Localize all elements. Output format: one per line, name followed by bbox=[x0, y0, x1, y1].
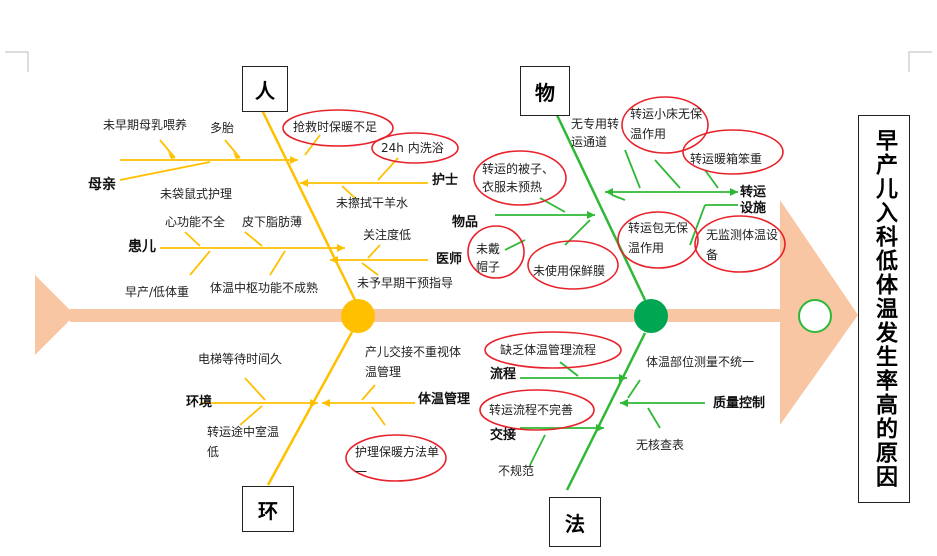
category-huan: 环 bbox=[242, 486, 294, 532]
mother-cause: 未袋鼠式护理 bbox=[160, 187, 233, 201]
category-wu: 物 bbox=[520, 66, 570, 116]
nurse-cause: 抢救时保暖不足 bbox=[293, 120, 378, 134]
transport-cause: 转运小床无保温作用 bbox=[630, 107, 703, 141]
handover-label: 交接 bbox=[490, 428, 517, 443]
doctor-cause: 关注度低 bbox=[363, 228, 412, 242]
items-cause: 未使用保鲜膜 bbox=[533, 264, 606, 278]
highlight-ellipse bbox=[345, 434, 447, 482]
process-cause: 缺乏体温管理流程 bbox=[500, 343, 597, 357]
spine-tail bbox=[35, 275, 75, 355]
infant-cause: 皮下脂肪薄 bbox=[242, 215, 303, 229]
highlight-ellipse bbox=[682, 129, 784, 175]
nurse-cause: 24h 内洗浴 bbox=[381, 141, 444, 155]
quality-cause: 体温部位测量不统一 bbox=[646, 355, 755, 369]
highlight-ellipse bbox=[473, 150, 567, 206]
highlight-ellipse bbox=[617, 211, 699, 269]
temp-mgmt-cause: 护理保暖方法单一 bbox=[355, 445, 440, 479]
junction-node-right bbox=[634, 299, 668, 333]
highlight-ellipse bbox=[371, 132, 459, 164]
temp-mgmt-label: 体温管理 bbox=[418, 392, 471, 407]
transport-cause: 转运包无保温作用 bbox=[628, 221, 689, 255]
category-fa: 法 bbox=[549, 497, 601, 547]
temp-mgmt-cause: 产儿交接不重视体温管理 bbox=[365, 345, 462, 379]
category-ren: 人 bbox=[242, 66, 288, 112]
doctor-label: 医师 bbox=[436, 252, 463, 267]
items-cause: 转运的被子、衣服未预热 bbox=[482, 162, 555, 194]
transport-cause: 无专用转运通道 bbox=[571, 117, 620, 149]
mother-label: 母亲 bbox=[88, 177, 116, 193]
spine bbox=[70, 309, 790, 322]
nurse-cause: 未擦拭干羊水 bbox=[336, 196, 409, 210]
highlight-ellipse bbox=[484, 331, 622, 369]
highlight-ellipse bbox=[694, 215, 786, 273]
doctor-cause: 未予早期干预指导 bbox=[357, 276, 454, 290]
infant-label: 患儿 bbox=[128, 239, 156, 255]
env-label: 环境 bbox=[186, 395, 213, 410]
highlight-ellipse bbox=[527, 240, 619, 290]
items-label: 物品 bbox=[452, 215, 479, 230]
quality-cause: 无核查表 bbox=[636, 438, 685, 452]
env-cause: 电梯等待时间久 bbox=[198, 352, 283, 366]
transport-cause: 转运暖箱笨重 bbox=[690, 152, 763, 166]
effect-text: 早产儿入科低体温发生率高的原因 bbox=[872, 129, 897, 489]
mother-cause: 多胎 bbox=[210, 121, 235, 135]
mother-cause: 未早期母乳喂养 bbox=[103, 118, 188, 132]
transport-cause: 无监测体温设备 bbox=[706, 228, 779, 262]
handover-cause: 不规范 bbox=[498, 464, 535, 478]
highlight-ellipse bbox=[479, 389, 595, 431]
items-cause: 未戴帽子 bbox=[476, 242, 501, 274]
junction-node-left bbox=[341, 299, 375, 333]
transport-label: 转运设施 bbox=[740, 185, 767, 216]
infant-cause: 早产/低体重 bbox=[125, 285, 190, 299]
highlight-ellipse bbox=[467, 225, 525, 279]
process-label: 流程 bbox=[490, 367, 517, 382]
env-cause: 转运途中室温低 bbox=[207, 425, 280, 459]
infant-cause: 体温中枢功能不成熟 bbox=[210, 281, 319, 295]
highlight-ellipse bbox=[282, 109, 394, 147]
quality-label: 质量控制 bbox=[713, 396, 766, 411]
infant-cause: 心功能不全 bbox=[165, 215, 226, 229]
nurse-label: 护士 bbox=[432, 173, 459, 188]
effect-node bbox=[798, 299, 832, 333]
effect-box: 早产儿入科低体温发生率高的原因 bbox=[858, 115, 910, 503]
highlight-ellipse bbox=[621, 96, 709, 154]
handover-cause: 转运流程不完善 bbox=[489, 403, 574, 417]
